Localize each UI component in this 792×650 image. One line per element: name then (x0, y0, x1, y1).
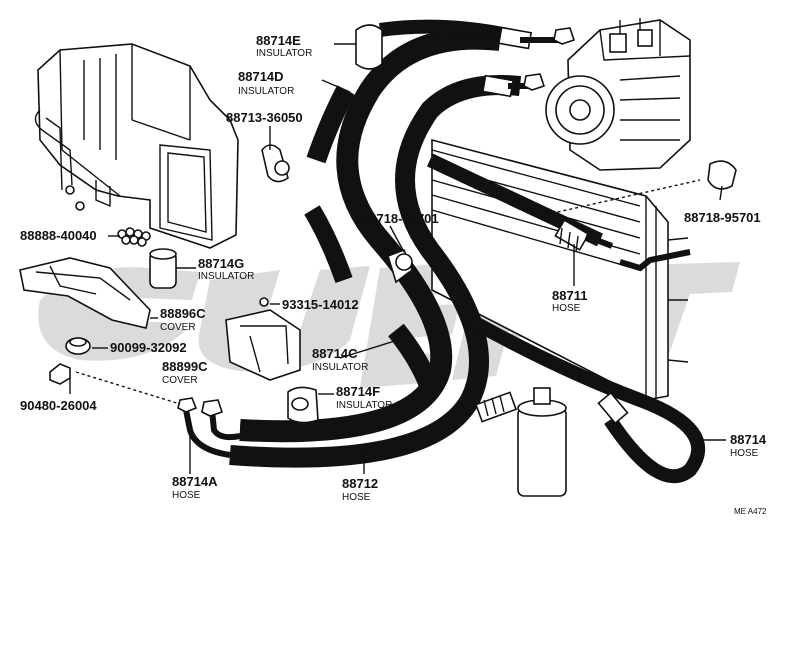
label-88714G-desc: INSULATOR (198, 271, 254, 282)
label-88713-number: 88713-36050 (226, 110, 303, 125)
label-88711-number: 88711 (552, 288, 587, 303)
figure-reference: ME A472 (734, 507, 767, 516)
evaporator-unit (34, 43, 239, 249)
label-88712-number: 88712 (342, 476, 378, 491)
label-88714G-number: 88714G (198, 256, 244, 271)
label-88899C-number: 88899C (162, 359, 208, 374)
label-88896C-number: 88896C (160, 306, 206, 321)
small-parts (19, 24, 737, 497)
bead-cluster (117, 227, 151, 247)
label-88899C-desc: COVER (162, 375, 198, 386)
label-88888-number: 88888-40040 (20, 228, 97, 243)
label-88714C-number: 88714C (312, 346, 358, 361)
compressor (545, 18, 691, 171)
label-88714F-number: 88714F (336, 384, 380, 399)
label-88714D-number: 88714D (238, 69, 284, 84)
label-88714E-number: 88714E (256, 33, 301, 48)
label-90099-number: 90099-32092 (110, 340, 187, 355)
label-88896C-desc: COVER (160, 322, 196, 333)
hoses (177, 19, 706, 484)
label-88714-number: 88714 (730, 432, 767, 447)
part-labels: 88714E INSULATOR 88714D INSULATOR 88713-… (20, 33, 767, 516)
label-88714E-desc: INSULATOR (256, 48, 312, 59)
label-88714C-desc: INSULATOR (312, 362, 368, 373)
leader-lines (69, 43, 726, 474)
label-88714-desc: HOSE (730, 448, 759, 459)
label-90480-number: 90480-26004 (20, 398, 97, 413)
label-88714D-desc: INSULATOR (238, 86, 294, 97)
label-88711-desc: HOSE (552, 303, 581, 314)
label-88718-right-number: 88718-95701 (684, 210, 761, 225)
label-88714A-number: 88714A (172, 474, 218, 489)
label-93315-number: 93315-14012 (282, 297, 359, 312)
condenser (431, 138, 689, 401)
label-88712-desc: HOSE (342, 492, 371, 503)
label-88718-left-number: 88718-95701 (362, 211, 439, 226)
label-88714F-desc: INSULATOR (336, 400, 392, 411)
label-88714A-desc: HOSE (172, 490, 201, 501)
